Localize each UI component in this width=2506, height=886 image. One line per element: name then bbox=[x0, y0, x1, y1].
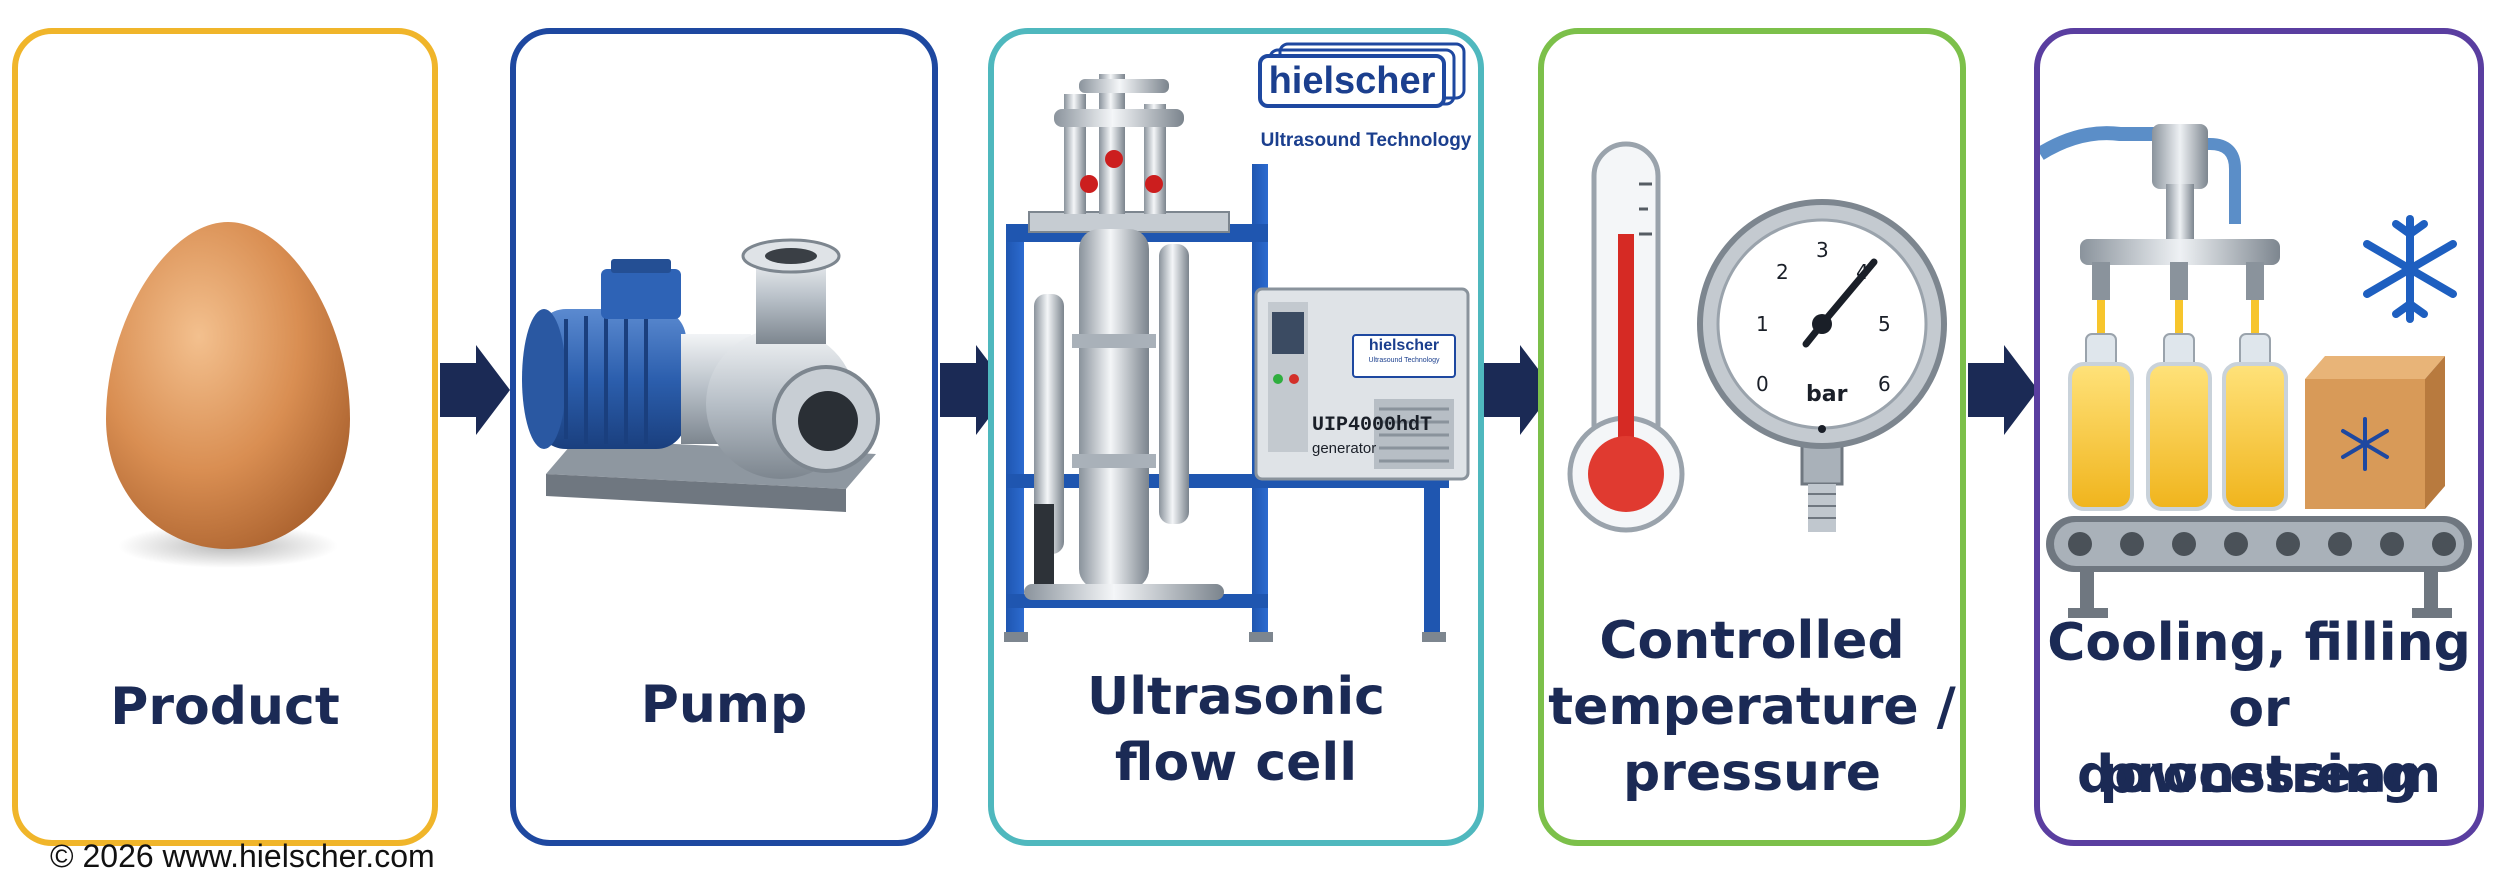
step-label-line: temperature / bbox=[1548, 677, 1956, 737]
step-card-downstream-processing: Cooling, filling or downstream processin… bbox=[2034, 28, 2484, 846]
gauge-unit: bar bbox=[1806, 382, 1848, 407]
arrow-right-icon bbox=[1484, 345, 1554, 435]
gauge-tick: 0 bbox=[1756, 372, 1769, 396]
arrow-right-icon bbox=[440, 345, 510, 435]
step-label-line: Ultrasonic bbox=[1087, 667, 1385, 727]
thermometer-icon bbox=[1567, 141, 1685, 533]
gauge-tick: 3 bbox=[1816, 238, 1829, 262]
gauge-tick: 4 bbox=[1856, 260, 1869, 284]
filling-line-art bbox=[2040, 124, 2472, 618]
conveyor-icon bbox=[2046, 516, 2472, 618]
snowflake-icon bbox=[2341, 417, 2389, 471]
logo-frame-icon bbox=[1258, 42, 1466, 108]
generator-logo-tagline: Ultrasound Technology bbox=[1368, 357, 1440, 364]
step-label: Product bbox=[110, 677, 340, 737]
gauge-tick: 6 bbox=[1878, 372, 1891, 396]
step-label: Pump bbox=[640, 675, 808, 735]
arrow-right-icon bbox=[1968, 345, 2038, 435]
bottle-filling-icon bbox=[2068, 124, 2288, 511]
logo-brand: hielscher bbox=[1268, 60, 1436, 102]
generator-model: UIP4000hdT bbox=[1312, 414, 1433, 437]
generator-subtitle: generator bbox=[1312, 440, 1377, 457]
gauge-tick: 5 bbox=[1878, 312, 1891, 336]
pressure-gauge-icon bbox=[1697, 199, 1947, 532]
copyright-footer: © 2026 www.hielscher.com bbox=[50, 838, 435, 874]
step-card-ultrasonic-flow-cell: hielscher Ultrasound Technology hielsche… bbox=[988, 28, 1484, 846]
step-card-pump: Pump bbox=[510, 28, 938, 846]
gauge-tick: 1 bbox=[1756, 312, 1769, 336]
gauge-tick: 2 bbox=[1776, 260, 1789, 284]
generator-logo: hielscher Ultrasound Technology bbox=[1352, 334, 1456, 378]
step-card-temperature-pressure: 0 1 2 3 4 5 6 bar Controlled temperature… bbox=[1538, 28, 1966, 846]
logo-tagline: Ultrasound Technology bbox=[1260, 130, 1472, 151]
generator-logo-brand: hielscher bbox=[1368, 337, 1440, 354]
temperature-pressure-art bbox=[1567, 141, 1947, 533]
step-label-line: Controlled bbox=[1599, 611, 1905, 671]
step-label-line: flow cell bbox=[1114, 733, 1358, 793]
snowflake-icon bbox=[2363, 215, 2457, 323]
step-label-line: Cooling, filling bbox=[2047, 613, 2471, 673]
pump-icon bbox=[522, 238, 880, 512]
step-label-line: processing bbox=[2099, 745, 2419, 805]
step-label-line: or downstream bbox=[2077, 679, 2441, 805]
egg-icon bbox=[106, 222, 350, 568]
step-card-product: Product bbox=[12, 28, 438, 846]
hielscher-logo: hielscher Ultrasound Technology bbox=[1256, 40, 1476, 160]
box-icon bbox=[2305, 356, 2445, 509]
step-label-line: pressure bbox=[1623, 743, 1881, 803]
